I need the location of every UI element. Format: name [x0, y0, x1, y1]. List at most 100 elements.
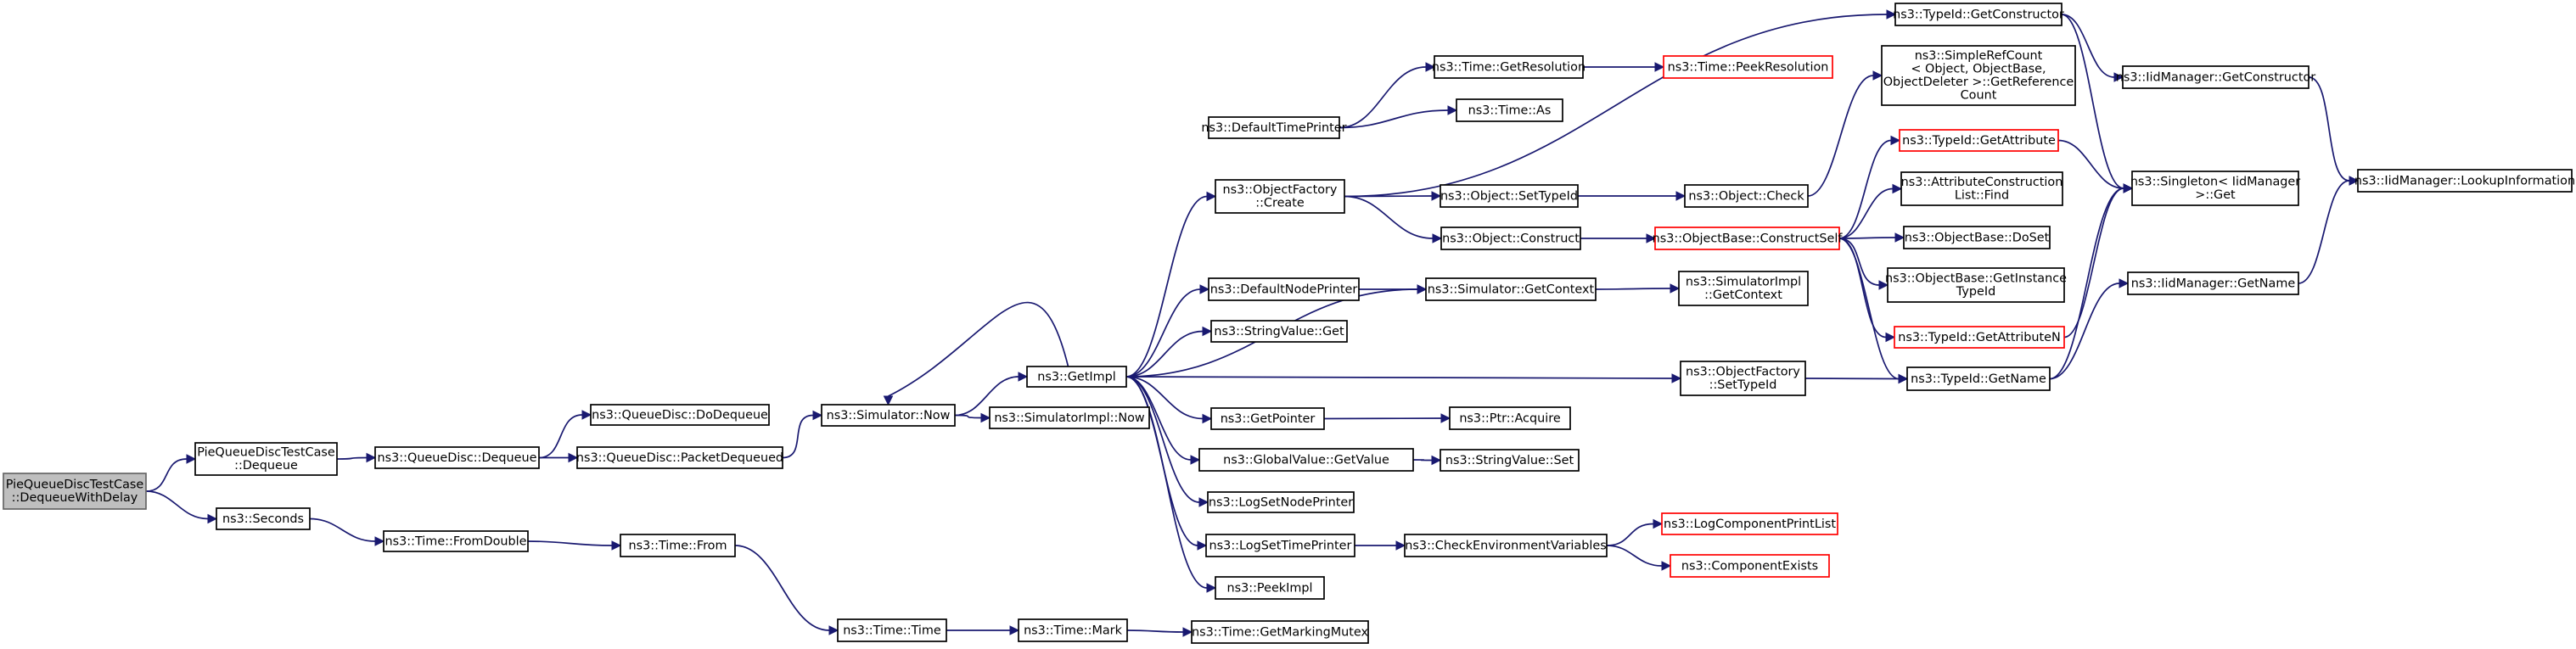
node-simimpl_ctx[interactable]: ns3::SimulatorImpl::GetContext [1678, 271, 1809, 306]
node-getres[interactable]: ns3::Time::GetResolution [1432, 55, 1585, 79]
node-tid_getname[interactable]: ns3::TypeId::GetName [1906, 366, 2051, 391]
edge-defnode-to-sim_getctx [1358, 284, 1428, 294]
node-srefcount[interactable]: ns3::SimpleRefCount< Object, ObjectBase,… [1881, 45, 2076, 106]
node-ptr_acquire[interactable]: ns3::Ptr::Acquire [1449, 406, 1571, 430]
edge-getimpl-to-logsettime [1125, 376, 1208, 551]
edge-sim_now-to-getimpl [954, 372, 1029, 417]
node-fromdouble[interactable]: ns3::Time::FromDouble [383, 530, 529, 552]
node-label: ns3::TypeId::GetName [1911, 372, 2046, 386]
edge-tid_getctor-to-iid_getctor [2061, 14, 2124, 82]
node-compexists[interactable]: ns3::ComponentExists [1670, 554, 1830, 578]
edge-getimpl-to-objfac_create [1125, 191, 1217, 378]
node-objbase_dosset[interactable]: ns3::ObjectBase::DoSet [1903, 226, 2051, 249]
node-objfac_settid[interactable]: ns3::ObjectFactory::SetTypeId [1680, 361, 1806, 396]
node-label: ns3::SimulatorImpl::Now [994, 411, 1145, 425]
node-label: ns3::IidManager::GetName [2131, 277, 2296, 290]
edge-getres-to-peekres [1583, 62, 1665, 72]
node-sim_getctx[interactable]: ns3::Simulator::GetContext [1425, 277, 1597, 301]
node-label: ns3::QueueDisc::PacketDequeued [576, 451, 783, 465]
node-label: ns3::Simulator::Now [827, 409, 951, 422]
edge-tid_getattrn-to-singleton_get [2063, 183, 2134, 338]
node-label: ObjectDeleter >::GetReference [1883, 76, 2074, 89]
node-qd_dodeq[interactable]: ns3::QueueDisc::DoDequeue [590, 404, 770, 426]
node-label: ::Create [1255, 197, 1305, 210]
node-obj_check[interactable]: ns3::Object::Check [1684, 184, 1809, 208]
node-qd_pktdeq[interactable]: ns3::QueueDisc::PacketDequeued [576, 446, 783, 469]
edge-obj_settypeid-to-obj_check [1578, 191, 1686, 201]
node-label: ns3::Time::From [628, 539, 727, 552]
node-label: ns3::Time::Time [843, 624, 941, 637]
node-label: ns3::DefaultTimePrinter [1201, 121, 1346, 135]
edge-objfac_create-to-obj_construct [1344, 195, 1443, 243]
node-peekimpl[interactable]: ns3::PeekImpl [1215, 576, 1325, 600]
node-iid_getctor[interactable]: ns3::IidManager::GetConstructor [2116, 65, 2316, 89]
node-mark[interactable]: ns3::Time::Mark [1018, 618, 1128, 642]
edge-getimpl-to-defnode [1125, 284, 1210, 378]
node-deftime[interactable]: ns3::DefaultTimePrinter [1201, 116, 1347, 139]
node-pie_deq[interactable]: PieQueueDiscTestCase::Dequeue [194, 442, 338, 476]
node-iid_getname[interactable]: ns3::IidManager::GetName [2127, 271, 2299, 295]
node-label: TypeId [1956, 285, 1995, 299]
node-checkenv[interactable]: ns3::CheckEnvironmentVariables [1404, 534, 1608, 557]
node-objbase_cs[interactable]: ns3::ObjectBase::ConstructSelf [1653, 227, 1844, 250]
node-label: ns3::PeekImpl [1226, 581, 1312, 595]
node-sim_now[interactable]: ns3::Simulator::Now [821, 404, 956, 427]
node-strval_get[interactable]: ns3::StringValue::Get [1210, 320, 1348, 343]
edge-time-to-mark [946, 625, 1020, 635]
node-peekres[interactable]: ns3::Time::PeekResolution [1663, 55, 1833, 79]
node-time[interactable]: ns3::Time::Time [837, 618, 947, 642]
edge-qd_deq-to-qd_dodeq [538, 410, 592, 459]
node-qd_deq[interactable]: ns3::QueueDisc::Dequeue [374, 446, 540, 469]
node-label: ns3::Time::FromDouble [384, 534, 526, 548]
node-logsetnode[interactable]: ns3::LogSetNodePrinter [1207, 491, 1355, 513]
node-tid_getctor[interactable]: ns3::TypeId::GetConstructor [1893, 3, 2064, 26]
edge-objfac_create-to-tid_getctor [1344, 9, 1897, 198]
node-singleton_get[interactable]: ns3::Singleton< IidManager>::Get [2130, 171, 2300, 206]
node-label: ns3::SimulatorImpl [1686, 276, 1801, 289]
node-label: ns3::ObjectFactory [1686, 366, 1800, 379]
node-root[interactable]: PieQueueDiscTestCase::DequeueWithDelay [3, 473, 147, 510]
edge-deftime-to-getres [1339, 62, 1436, 129]
node-getimpl[interactable]: ns3::GetImpl [1026, 366, 1127, 388]
edge-seconds-to-fromdouble [309, 518, 385, 546]
node-label: ns3::CheckEnvironmentVariables [1405, 539, 1606, 552]
node-label: ns3::AttributeConstruction [1901, 176, 2063, 189]
node-label: ns3::Ptr::Acquire [1459, 411, 1561, 425]
node-label: ns3::ObjectFactory [1223, 183, 1338, 197]
node-obj_settypeid[interactable]: ns3::Object::SetTypeId [1440, 184, 1579, 208]
edge-root-to-pie_deq [145, 454, 197, 492]
node-tid_getattr[interactable]: ns3::TypeId::GetAttribute [1899, 129, 2059, 152]
node-label: Count [1961, 89, 1997, 103]
node-iid_lookup[interactable]: ns3::IidManager::LookupInformation [2354, 169, 2575, 193]
node-logcomp_print[interactable]: ns3::LogComponentPrintList [1661, 512, 1838, 535]
node-label: ns3::Time::PeekResolution [1668, 60, 1829, 74]
node-obj_construct[interactable]: ns3::Object::Construct [1440, 227, 1581, 250]
edge-objfac_create-to-obj_settypeid [1344, 191, 1442, 201]
node-label: ns3::ObjectBase::ConstructSelf [1653, 232, 1844, 245]
node-label: PieQueueDiscTestCase [197, 446, 335, 460]
node-tid_getattrn[interactable]: ns3::TypeId::GetAttributeN [1894, 326, 2065, 349]
edge-obj_check-to-srefcount [1807, 70, 1883, 197]
node-label: ::SetTypeId [1709, 378, 1777, 392]
node-defnode[interactable]: ns3::DefaultNodePrinter [1208, 277, 1360, 301]
edge-objbase_cs-to-tid_getname [1838, 238, 1909, 384]
edge-qd_deq-to-qd_pktdeq [539, 452, 579, 463]
node-label: ns3::Object::Construct [1442, 232, 1580, 245]
node-gv_getvalue[interactable]: ns3::GlobalValue::GetValue [1198, 448, 1414, 472]
node-label: ns3::QueueDisc::Dequeue [378, 451, 537, 465]
node-simimpl_now[interactable]: ns3::SimulatorImpl::Now [989, 406, 1150, 429]
node-getpointer[interactable]: ns3::GetPointer [1210, 407, 1325, 430]
edge-getimpl-to-peekimpl [1125, 376, 1217, 593]
node-label: ns3::TypeId::GetAttributeN [1898, 331, 2061, 344]
node-from[interactable]: ns3::Time::From [620, 534, 736, 557]
node-strval_set[interactable]: ns3::StringValue::Set [1440, 449, 1580, 472]
node-label: ns3::ObjectBase::DoSet [1905, 231, 2050, 244]
node-seconds[interactable]: ns3::Seconds [216, 507, 311, 530]
node-getmutex[interactable]: ns3::Time::GetMarkingMutex [1191, 620, 1369, 644]
node-time_as[interactable]: ns3::Time::As [1456, 98, 1563, 122]
node-objfac_create[interactable]: ns3::ObjectFactory::Create [1215, 179, 1345, 214]
edge-getimpl-to-objfac_settid [1125, 373, 1682, 383]
node-logsettime[interactable]: ns3::LogSetTimePrinter [1205, 534, 1355, 557]
